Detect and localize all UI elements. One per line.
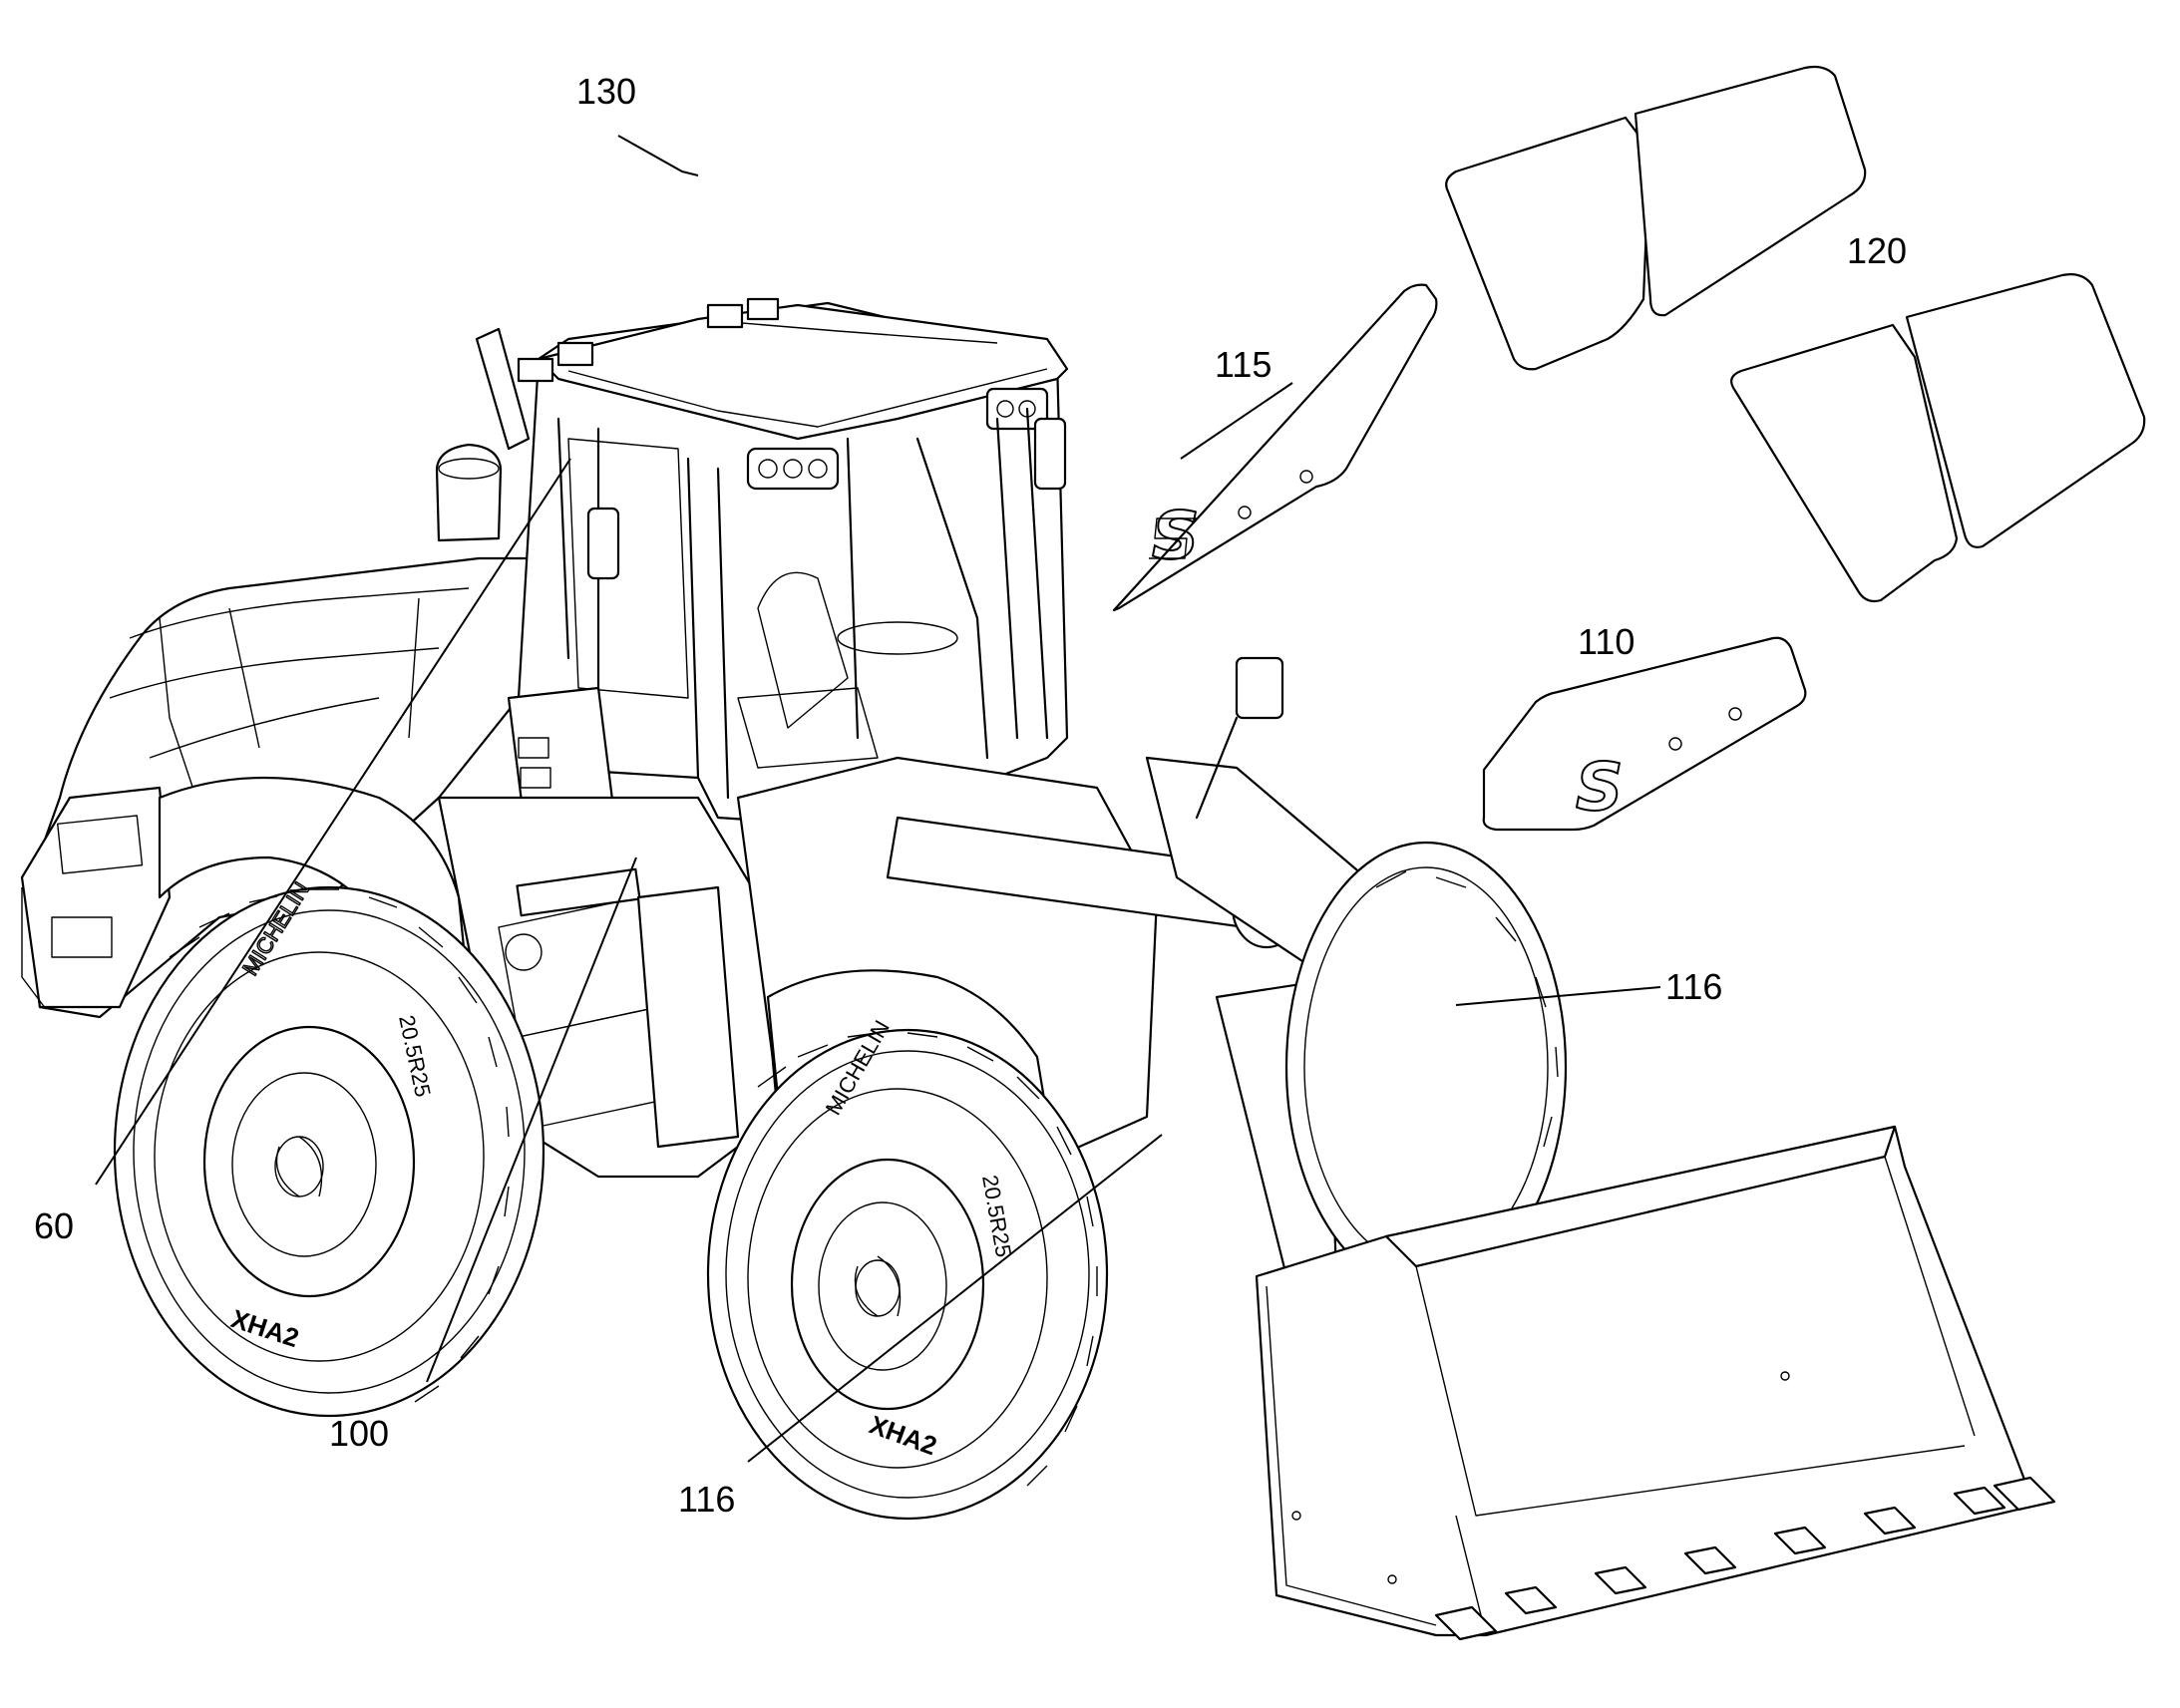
- side-glass-115: S: [1112, 283, 1438, 612]
- windshield-glass-set-120-lower: [1730, 273, 2146, 603]
- side-glass-110: S: [1482, 636, 1807, 832]
- windshield-glass-set-120-upper: [1445, 65, 1867, 371]
- decal-logo-115: S: [1152, 498, 1200, 574]
- label-116-bottom: 116: [678, 1479, 735, 1520]
- leader-lines: [95, 135, 1661, 1463]
- decal-logo-110: S: [1576, 749, 1624, 826]
- label-116-right: 116: [1665, 966, 1722, 1007]
- label-100: 100: [329, 1413, 389, 1454]
- label-115: 115: [1215, 344, 1272, 385]
- wheel-loader: MICHELIN 20.5R25 XHA2: [20, 297, 2056, 1641]
- label-60: 60: [34, 1205, 74, 1246]
- rear-wheel: MICHELIN 20.5R25 XHA2: [113, 877, 545, 1418]
- label-110: 110: [1578, 621, 1635, 662]
- loader-bucket: [1255, 1125, 2056, 1641]
- front-left-wheel: MICHELIN 20.5R25 XHA2: [706, 1016, 1109, 1521]
- label-120: 120: [1847, 230, 1907, 271]
- label-130: 130: [576, 71, 636, 112]
